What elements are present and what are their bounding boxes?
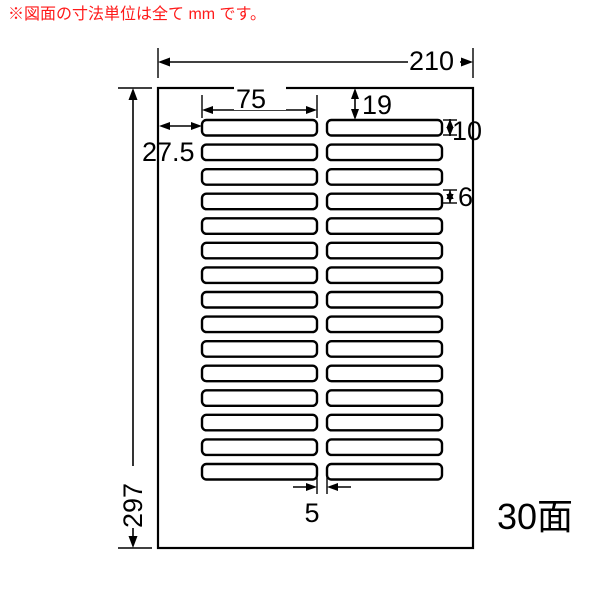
- label-cell: [325, 241, 444, 260]
- label-cell: [325, 217, 444, 235]
- label-cell: [325, 118, 444, 137]
- label-cell: [325, 462, 444, 481]
- label-cell: [325, 167, 444, 186]
- label-cell: [325, 438, 444, 457]
- dimension-label-top-margin: 19: [362, 90, 392, 120]
- dimension-sheet-height: 297: [118, 87, 152, 549]
- label-cell: [200, 266, 319, 285]
- label-cell: [325, 290, 444, 309]
- label-cell: [200, 217, 319, 235]
- label-count-text: 30面: [497, 496, 573, 537]
- label-cell: [200, 192, 319, 211]
- label-cell: [325, 389, 444, 407]
- label-cell: [325, 315, 444, 334]
- label-cell: [200, 389, 319, 407]
- label-cell: [200, 290, 319, 309]
- dimension-label-vertical-gap: 6: [458, 182, 473, 212]
- label-cell: [200, 462, 319, 481]
- label-cell: [200, 118, 319, 137]
- dimension-vertical-gap: 6: [443, 182, 473, 212]
- units-note: ※図面の寸法単位は全て mm です。: [8, 6, 266, 23]
- label-cell: [200, 413, 319, 432]
- label-cell: [200, 241, 319, 260]
- label-cell: [200, 364, 319, 383]
- label-cell: [325, 266, 444, 285]
- dimension-label-label-height: 10: [452, 116, 482, 146]
- dimension-left-margin: 27.5: [142, 122, 202, 167]
- label-cell: [200, 438, 319, 457]
- label-cell: [200, 167, 319, 186]
- label-cell: [200, 315, 319, 334]
- label-cell: [200, 143, 319, 162]
- dimension-label-left-margin: 27.5: [142, 137, 195, 167]
- label-cell: [325, 192, 444, 211]
- dimension-label-width: 75: [201, 84, 318, 118]
- dimension-label-horizontal-gap: 5: [304, 498, 319, 528]
- dimension-horizontal-gap: 5: [293, 470, 351, 528]
- label-cell: [325, 364, 444, 383]
- dimension-sheet-width: 210: [157, 42, 474, 78]
- label-cell: [325, 413, 444, 432]
- label-grid: [200, 118, 444, 481]
- label-cell: [325, 339, 444, 358]
- label-cell: [325, 143, 444, 162]
- dimension-label-label-width: 75: [236, 84, 266, 114]
- label-cell: [200, 339, 319, 358]
- dimension-label-height: 10: [443, 116, 482, 146]
- dimension-top-margin: 19: [351, 88, 392, 120]
- dimension-label-sheet-width: 210: [409, 46, 454, 76]
- dimension-label-sheet-height: 297: [118, 483, 148, 528]
